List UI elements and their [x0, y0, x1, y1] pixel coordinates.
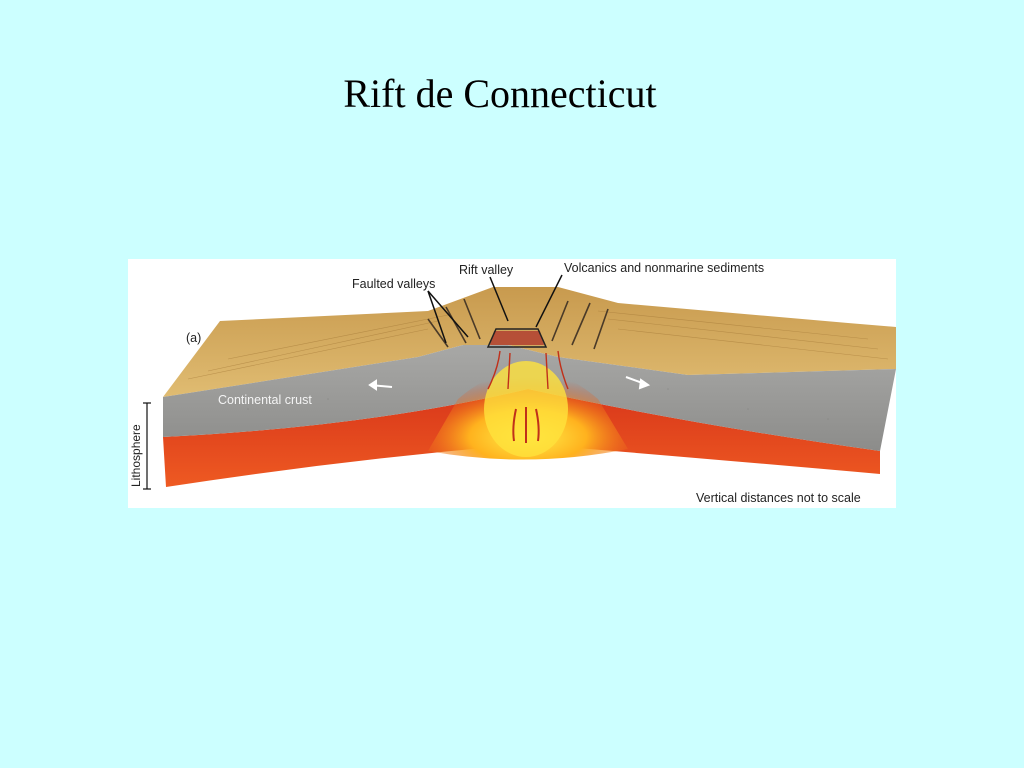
- upwelling-arrows: [512, 407, 540, 443]
- crust-layer: [163, 345, 896, 451]
- rift-valley-block: [490, 331, 544, 345]
- label-lithosphere: Lithosphere: [129, 424, 143, 487]
- rift-diagram: Faulted valleys Rift valley Volcanics an…: [128, 259, 896, 508]
- extension-arrows: [368, 376, 651, 391]
- label-rift-valley: Rift valley: [459, 263, 514, 277]
- slide-title: Rift de Connecticut: [343, 71, 657, 116]
- label-continental-crust: Continental crust: [218, 393, 312, 407]
- label-volcanics: Volcanics and nonmarine sediments: [564, 261, 765, 275]
- panel-label: (a): [186, 331, 202, 345]
- magma-dikes: [487, 350, 569, 390]
- label-scale-note: Vertical distances not to scale: [696, 491, 861, 505]
- label-faulted-valleys: Faulted valleys: [352, 277, 436, 291]
- leader-lines: [427, 274, 563, 344]
- fault-cracks: [427, 298, 609, 350]
- lithosphere-bracket: [143, 402, 151, 490]
- rift-valley-outline: [486, 328, 548, 348]
- surface-texture: [187, 310, 889, 380]
- rift-block-drawing: [143, 274, 896, 490]
